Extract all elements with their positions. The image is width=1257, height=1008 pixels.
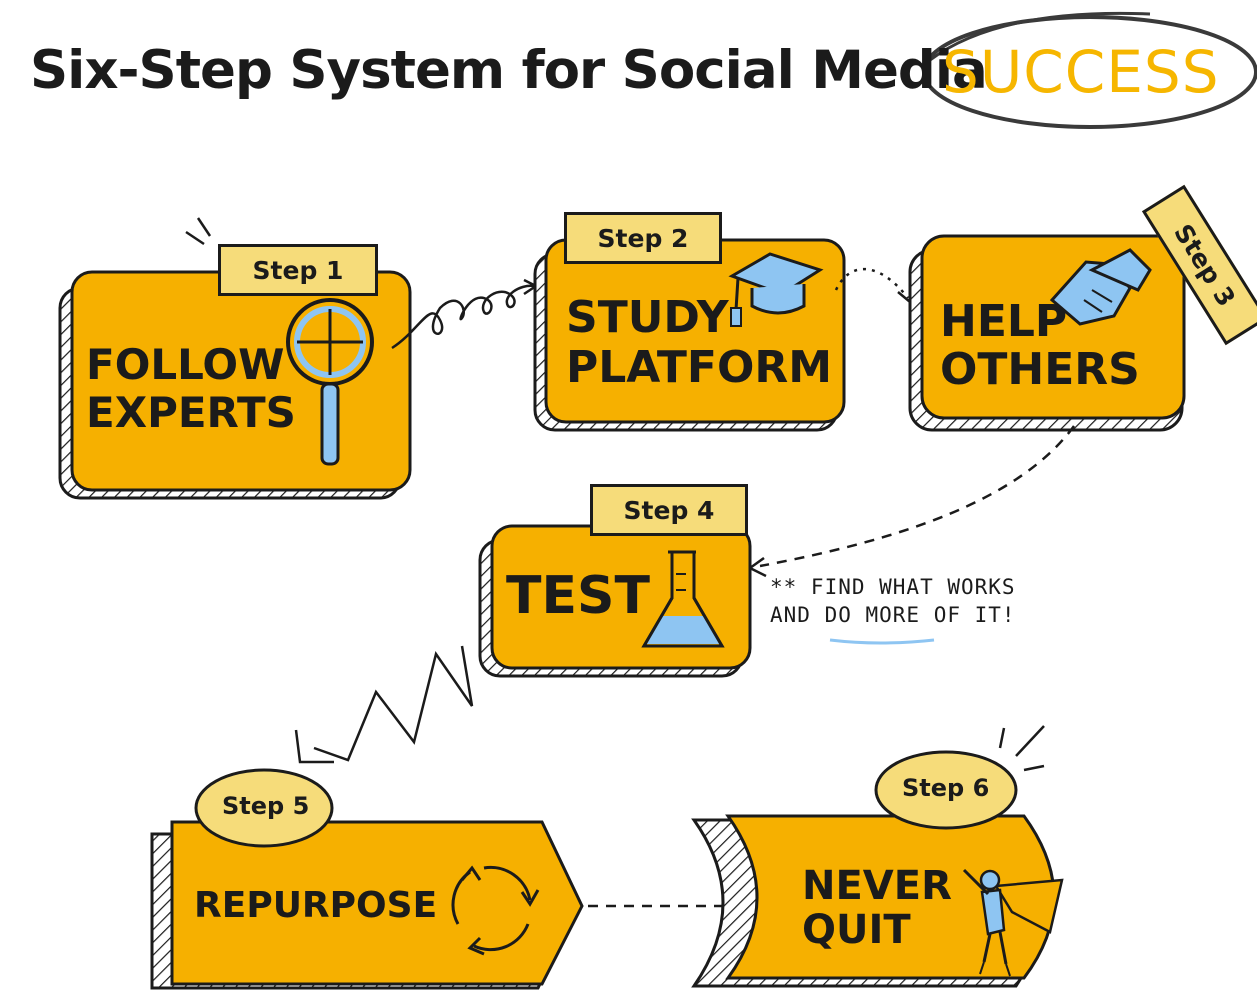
dashed-arrowhead (747, 556, 767, 578)
step-1-tag: Step 1 (218, 244, 378, 296)
step-5-tag: Step 5 (222, 792, 310, 820)
dotted-arrow-2-3 (834, 267, 909, 299)
step-4-label: TEST (506, 566, 650, 626)
recycle-arrows-icon (451, 865, 540, 956)
loop-arrow-1-2 (391, 284, 535, 350)
step-6-label-line1: NEVER (802, 863, 952, 909)
step-2-label-line2: PLATFORM (566, 342, 833, 393)
step-1-burst (185, 217, 212, 246)
step-5-label: REPURPOSE (194, 885, 438, 926)
note-line-2: AND DO MORE OF IT! (770, 603, 1016, 627)
note-underline (829, 638, 935, 645)
handshake-icon (1049, 248, 1152, 326)
flask-icon (641, 550, 725, 648)
success-circle-overlap (929, 11, 1151, 62)
page-title: Six-Step System for Social Media (30, 40, 988, 101)
step-5-tag-circle (194, 768, 334, 848)
step-2-label-line1: STUDY (566, 292, 729, 343)
step-3-label-line1: HELP (940, 296, 1068, 347)
success-circle (922, 15, 1257, 129)
zigzag-arrow-4-5 (313, 645, 474, 762)
step-6-burst (998, 725, 1045, 772)
step-1-label-line1: FOLLOW (86, 340, 285, 389)
note-line-1: ** FIND WHAT WORKS (770, 575, 1016, 599)
step-2-tag: Step 2 (564, 212, 722, 264)
step-4-tag: Step 4 (590, 484, 748, 536)
step-1-label-line2: EXPERTS (86, 388, 296, 437)
magnifier-icon (286, 298, 374, 466)
graduation-cap-icon (728, 252, 824, 327)
step-3-label-line2: OTHERS (940, 344, 1140, 395)
step-6-card (691, 814, 1056, 988)
step-6-label-line2: QUIT (802, 907, 911, 953)
superhero-icon (962, 868, 1064, 977)
step-6-tag-circle (874, 750, 1018, 830)
step-6-tag: Step 6 (902, 774, 990, 802)
title-highlight: SUCCESS (942, 38, 1220, 106)
dashed-arrow-3-4 (759, 425, 1076, 568)
zigzag-arrowhead (294, 729, 334, 764)
